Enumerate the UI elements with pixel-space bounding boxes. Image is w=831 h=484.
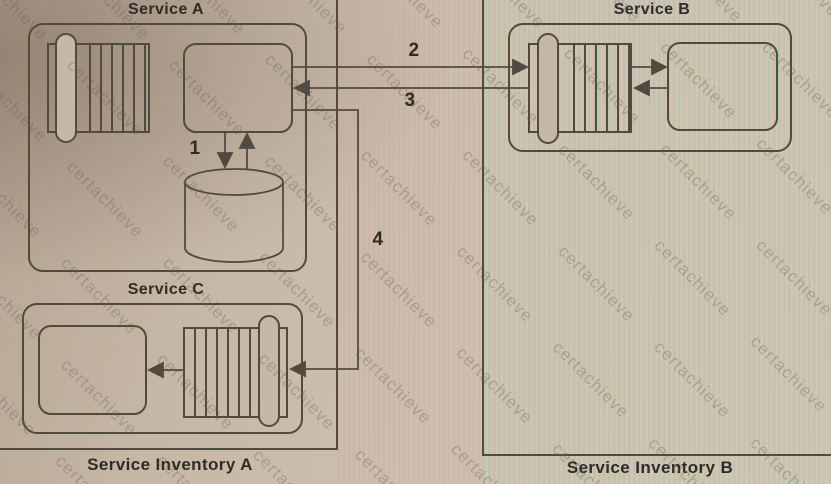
arrow-2-label: 2 xyxy=(408,40,420,61)
service-c-queue-rect xyxy=(183,327,288,418)
service-a-label: Service A xyxy=(128,1,204,18)
service-b-queue-rect xyxy=(528,43,632,133)
service-b-queue-stripes xyxy=(564,45,630,131)
service-c-component-box xyxy=(38,325,147,415)
inventory-b-boundary-left xyxy=(482,0,484,456)
inventory-a-boundary-bottom xyxy=(0,448,338,450)
arrow-4-label: 4 xyxy=(372,229,384,250)
arrow-1-label: 1 xyxy=(189,138,201,159)
service-a-queue-capsule xyxy=(55,33,77,143)
service-c-queue-capsule xyxy=(258,315,280,427)
service-a-queue-rect xyxy=(47,43,150,133)
inventory-b-boundary-bottom xyxy=(482,454,831,456)
service-b-label: Service B xyxy=(613,1,691,18)
service-c-label: Service C xyxy=(127,281,205,298)
scan-stripe-texture-mid xyxy=(338,0,483,484)
arrow-2 xyxy=(293,58,530,76)
service-inventory-b-label: Service Inventory B xyxy=(566,458,734,477)
service-inventory-a-label: Service Inventory A xyxy=(87,455,253,474)
service-b-component-box xyxy=(667,42,778,131)
service-a-component-box xyxy=(183,43,293,133)
inventory-a-boundary-right xyxy=(336,0,338,450)
service-a-queue-stripes xyxy=(80,45,148,131)
service-c-queue-stripes xyxy=(185,329,255,416)
service-b-queue-capsule xyxy=(537,33,559,144)
arrow-3-label: 3 xyxy=(404,90,416,111)
